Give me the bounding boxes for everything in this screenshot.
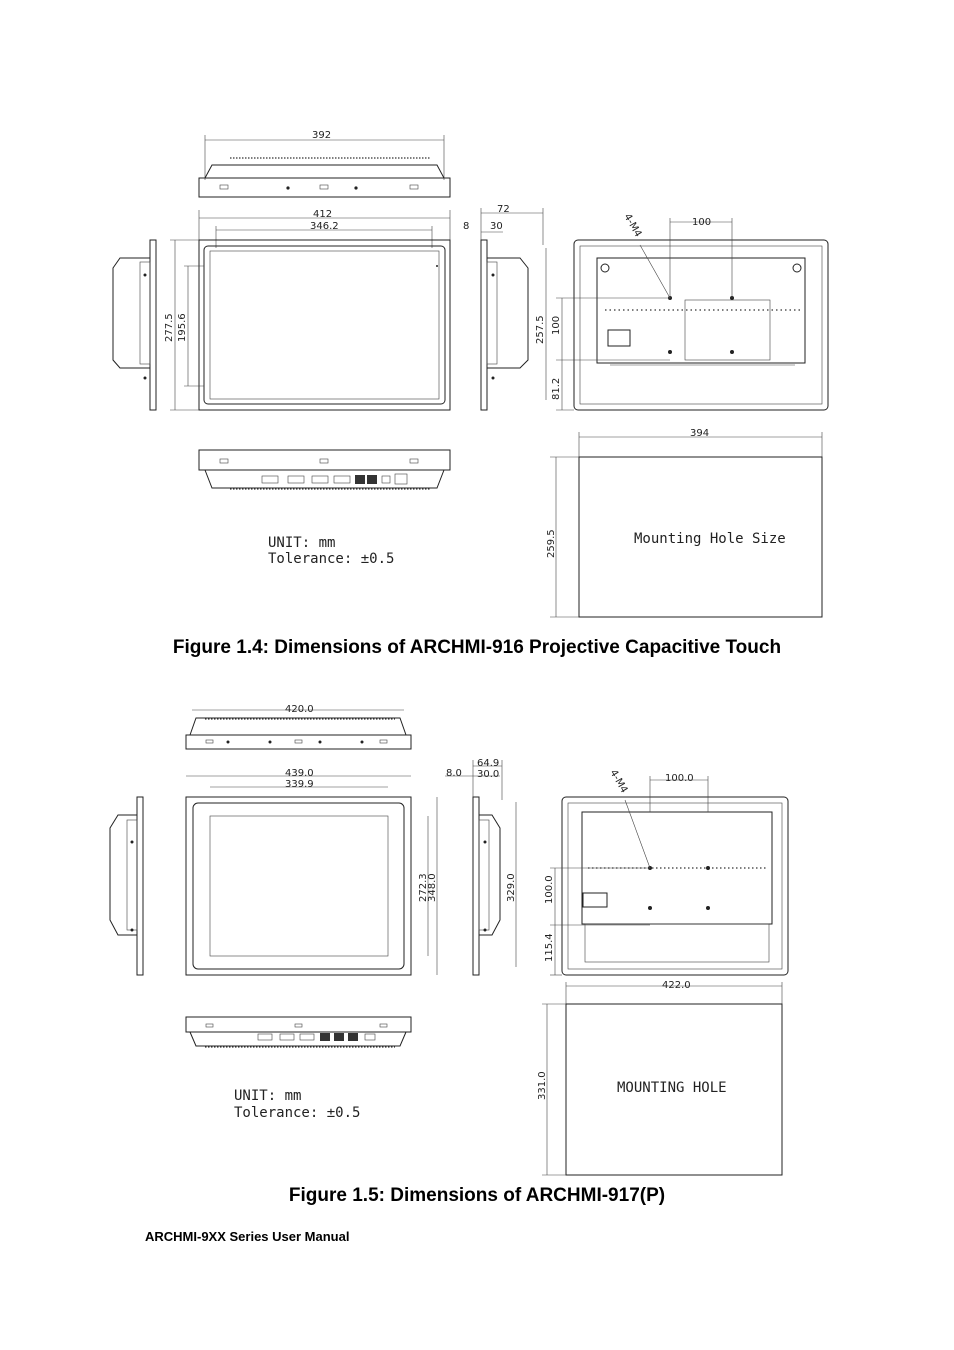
cutout-height-917: 331.0 [537,1071,548,1100]
cutout-height-916: 259.5 [546,529,557,558]
cutout-916: 394 259.5 Mounting Hole Size [546,428,823,618]
bottom-view-917 [185,1016,412,1048]
dim-side-b-917: 30.0 [477,769,499,780]
cutout-width-916: 394 [690,428,709,439]
dim-side-a: 8 [463,221,469,232]
top-view: 392 [198,130,451,198]
rear-vesa-v-917: 100.0 [544,875,555,904]
hole-label-916: Mounting Hole Size [634,531,786,547]
right-side-view: 72 8 30 257.5 [463,204,547,411]
figure-1-5-drawing: 420.0 439.0 339.9 272.3 348.0 64.9 8.0 3… [109,704,789,1176]
dim-front-inner-width-917: 339.9 [285,779,314,790]
top-view-917: 420.0 [185,704,412,750]
dim-front-width-917: 439.0 [285,768,314,779]
dim-side-b: 30 [490,221,503,232]
front-view-917: 439.0 339.9 272.3 348.0 [185,768,438,976]
rear-screw: 4-M4 [621,212,643,239]
rear-view: 100 4-M4 100 81.2 [551,212,829,411]
dim-side-height: 257.5 [535,315,546,344]
dim-depth-917: 64.9 [477,758,499,769]
rear-vesa-v: 100 [551,316,562,335]
page-footer: ARCHMI-9XX Series User Manual [145,1229,350,1244]
hole-label-917: MOUNTING HOLE [617,1080,727,1096]
tolerance-label-916: Tolerance: ±0.5 [268,551,394,567]
rear-offset: 81.2 [551,378,562,400]
rear-screw-917: 4-M4 [607,768,629,795]
dim-depth: 72 [497,204,510,215]
left-side-view [112,239,157,411]
left-side-view-917 [109,796,144,976]
rear-view-917: 100.0 4-M4 100.0 115.4 [544,768,789,976]
dim-inner-height: 195.6 [177,313,188,342]
bottom-view [198,449,451,490]
unit-label-917: UNIT: mm [234,1088,301,1104]
cutout-917: 422.0 331.0 MOUNTING HOLE [537,980,783,1176]
dim-front-width: 412 [313,209,332,220]
dim-height-917: 348.0 [427,873,438,902]
front-view: 412 346.2 277.5 195.6 [164,209,451,411]
figure-1-5-caption: Figure 1.5: Dimensions of ARCHMI-917(P) [288,1185,666,1206]
dim-height: 277.5 [164,313,175,342]
dim-inner-height-917: 272.3 [418,873,429,902]
dim-top-width-917: 420.0 [285,704,314,715]
figure-1-4-caption: Figure 1.4: Dimensions of ARCHMI-916 Pro… [172,637,782,658]
dim-side-height-917: 329.0 [506,873,517,902]
cutout-width-917: 422.0 [662,980,691,991]
figure-1-4-drawing: 392 412 346.2 277.5 195.6 72 8 [112,130,829,618]
tolerance-label-917: Tolerance: ±0.5 [234,1105,360,1121]
unit-label-916: UNIT: mm [268,535,335,551]
rear-vesa-h: 100 [692,217,711,228]
dim-side-a-917: 8.0 [446,768,462,779]
dim-top-width: 392 [312,130,331,141]
rear-offset-917: 115.4 [544,933,555,962]
rear-vesa-h-917: 100.0 [665,773,694,784]
right-side-view-917: 64.9 8.0 30.0 329.0 [445,758,517,976]
dim-front-inner-width: 346.2 [310,221,339,232]
